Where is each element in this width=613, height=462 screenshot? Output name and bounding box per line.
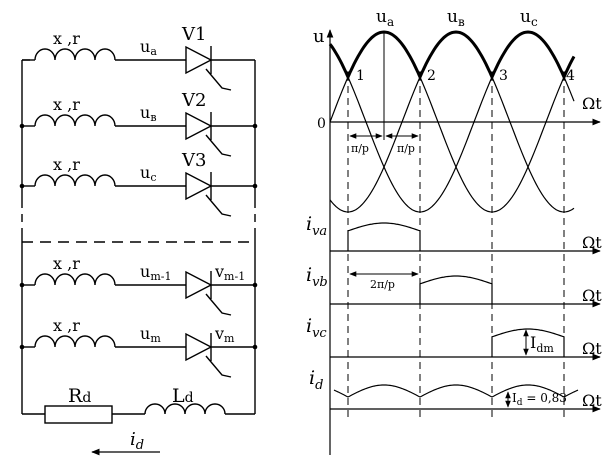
id-label: id [309,367,323,393]
phase-row-5: x ,r um vm [22,316,255,378]
phase-voltage-label: uв [140,103,157,124]
thyristor-label: vm [214,324,235,345]
ivb-label: ivb [306,264,328,290]
phase-coil [34,174,116,187]
voltage-time-label: Ωt [582,94,602,113]
phase-coil [34,114,116,127]
coil-label: x ,r [53,95,80,114]
rectified-envelope [328,30,576,81]
phase-voltage-label: um-1 [140,262,171,283]
thyristor-triangle [185,111,213,141]
thyristor-label: V3 [181,150,206,171]
thyristor-label: vm-1 [214,262,245,283]
coil-label: x ,r [53,254,80,273]
ivb-pulse [419,275,493,304]
phase-row-3: x ,r uc V3 [22,150,255,217]
coil-label: x ,r [53,29,80,48]
coil-label: x ,r [53,316,80,335]
ivc-pulse [491,328,565,357]
wave-label-a: ua [376,7,394,29]
circuit [19,59,258,415]
id-time-label: Ωt [582,391,602,410]
ivb-interval-label: 2π/p [370,278,395,291]
coil-label: x ,r [53,155,80,174]
thyristor-gate [205,293,232,316]
ivc-time-label: Ωt [582,339,602,358]
interval-label-left: π/p [351,142,369,155]
point-label-2: 2 [427,68,436,84]
thyristor-triangle [185,45,213,75]
phase-coil [34,48,116,61]
phase-voltage-label: um [140,324,161,345]
wave-label-c: uc [520,7,538,29]
load-inductor [144,403,226,415]
origin-label: 0 [317,116,326,132]
point-label-1: 1 [356,68,365,84]
thyristor-gate [205,194,232,217]
load-resistor [44,405,113,424]
ivc-amplitude-label: Idm [530,333,554,355]
point-label-3: 3 [499,68,508,84]
thyristor-gate [205,355,232,378]
wave-label-b: uв [447,7,465,29]
ivb-time-label: Ωt [582,286,602,305]
voltage-axis-label: u [313,26,325,47]
id-waveform [333,384,579,398]
phase-row-1: x ,r ua V1 [22,24,255,91]
thyristor-gate [205,134,232,157]
waveform-plots [326,29,601,455]
ivc-label: ivc [306,315,327,341]
load-current-label: id [130,429,144,453]
iva-time-label: Ωt [582,233,602,252]
phase-voltage-label: ua [140,37,157,58]
phase-coil [34,335,116,348]
phase-row-4: x ,r um-1 vm-1 [22,254,255,316]
waveforms [328,30,579,420]
id-value-label: Id = 0,83 [512,391,567,408]
phase-coil [34,273,116,286]
iva-pulse [347,222,421,251]
load-inductor-label: Ld [172,385,194,407]
thyristor-triangle [185,270,213,300]
phase-row-2: x ,r uв V2 [22,90,255,157]
thyristor-gate [205,68,232,91]
phase-voltage-label: uc [140,163,156,184]
thyristor-label: V1 [181,24,206,45]
thyristor-triangle [185,171,213,201]
iva-label: iva [306,213,327,239]
load-resistor-label: Rd [68,385,91,407]
point-label-4: 4 [566,68,575,84]
thyristor-label: V2 [181,90,206,111]
thyristor-triangle [185,332,213,362]
interval-label-right: π/p [397,142,415,155]
